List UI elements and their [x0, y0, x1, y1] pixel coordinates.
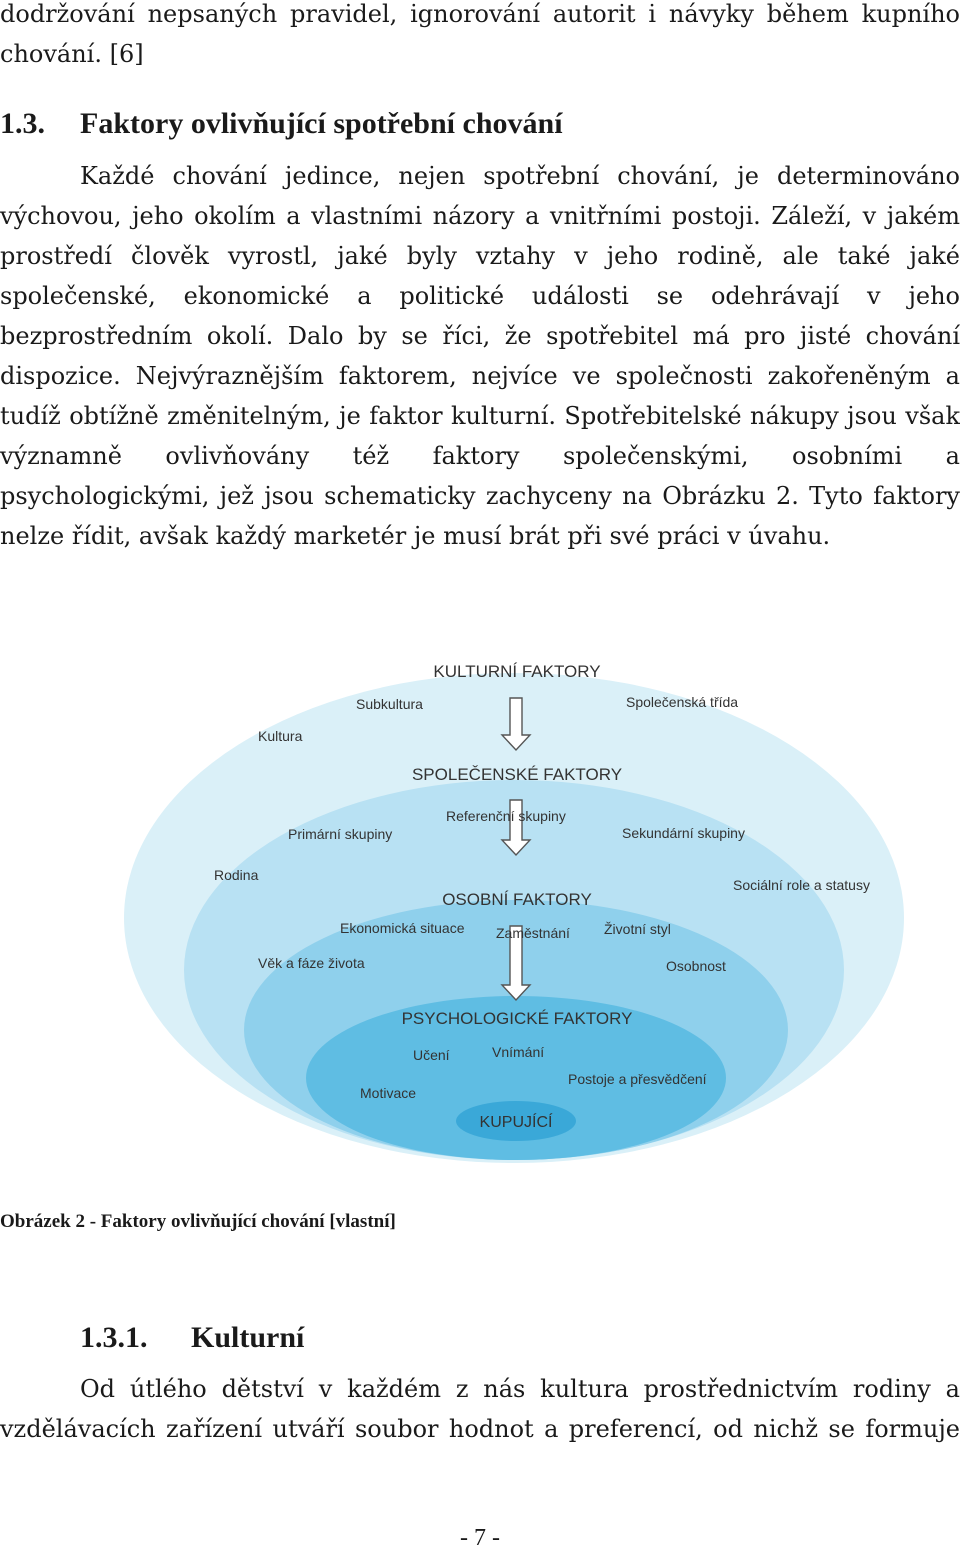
arrows [500, 697, 532, 1002]
section-title: Faktory ovlivňující spotřební chování [80, 107, 563, 140]
paragraph-line: Každé chování jedince, nejen spotřební c… [80, 162, 960, 190]
sub-paragraph-line: Od útlého dětství v každém z nás kultura… [80, 1375, 960, 1403]
center-label-buyer: KUPUJÍCÍ [480, 1112, 553, 1131]
layer-title-cultural: KULTURNÍ FAKTORY [433, 662, 600, 681]
subsection-number: 1.3.1. [80, 1321, 148, 1354]
subsection-heading: 1.3.1. Kulturní [80, 1318, 304, 1358]
paragraph-line: bezprostředním okolí. Dalo by se říci, ž… [0, 322, 960, 350]
figure-caption: Obrázek 2 - Faktory ovlivňující chování … [0, 1211, 396, 1232]
layer-title-psychological: PSYCHOLOGICKÉ FAKTORY [402, 1009, 633, 1028]
down-arrow-icon [500, 925, 532, 1002]
layer-item: Ekonomická situace [340, 920, 465, 936]
layer-item: Subkultura [356, 696, 423, 712]
layer-item: Motivace [360, 1085, 416, 1101]
layer-item: Učení [413, 1047, 450, 1063]
section-number: 1.3. [0, 107, 45, 140]
layer-title-social: SPOLEČENSKÉ FAKTORY [412, 765, 622, 784]
layer-item: Životní styl [604, 921, 671, 937]
layer-item: Primární skupiny [288, 826, 392, 842]
sub-paragraph-line: vzdělávacích zařízení utváří soubor hodn… [0, 1415, 960, 1443]
paragraph-line: psychologickými, jež jsou schematicky za… [0, 482, 960, 510]
section-heading: 1.3. Faktory ovlivňující spotřební chová… [0, 104, 563, 144]
intro-line: dodržování nepsaných pravidel, ignorován… [0, 0, 960, 28]
layer-item: Rodina [214, 867, 259, 883]
layer-item: Osobnost [666, 958, 726, 974]
layer-item: Společenská třída [626, 694, 738, 710]
layer-item: Vnímání [492, 1044, 544, 1060]
layer-title-personal: OSOBNÍ FAKTORY [442, 890, 592, 909]
factors-diagram: KULTURNÍ FAKTORY SPOLEČENSKÉ FAKTORY OSO… [124, 662, 904, 1163]
down-arrow-icon [500, 697, 532, 752]
center-ellipse-buyer [456, 1101, 576, 1141]
page-number: - 7 - [460, 1525, 500, 1551]
paragraph-line: společenské, ekonomické a politické udál… [0, 282, 960, 310]
layer-item: Věk a fáze života [258, 955, 365, 971]
layer-ellipse-psychological [306, 996, 726, 1160]
paragraph-line: výchovou, jeho okolím a vlastními názory… [0, 202, 960, 230]
layer-item: Postoje a přesvědčení [568, 1071, 707, 1087]
intro-line: chování. [6] [0, 40, 144, 68]
paragraph-line: nelze řídit, avšak každý marketér je mus… [0, 522, 831, 550]
layer-item: Referenční skupiny [446, 808, 566, 824]
paragraph-line: tudíž obtížně změnitelným, je faktor kul… [0, 402, 960, 430]
layer-item: Kultura [258, 728, 303, 744]
layer-item: Sociální role a statusy [733, 877, 870, 893]
paragraph-line: dispozice. Nejvýraznějším faktorem, nejv… [0, 362, 960, 390]
paragraph-line: významně ovlivňovány též faktory společe… [0, 442, 960, 470]
layer-item: Sekundární skupiny [622, 825, 745, 841]
layer-item: Zaměstnání [496, 925, 570, 941]
subsection-title: Kulturní [191, 1321, 305, 1354]
paragraph-line: prostředí člověk vyrostl, jaké byly vzta… [0, 242, 960, 270]
down-arrow-icon [500, 799, 532, 857]
